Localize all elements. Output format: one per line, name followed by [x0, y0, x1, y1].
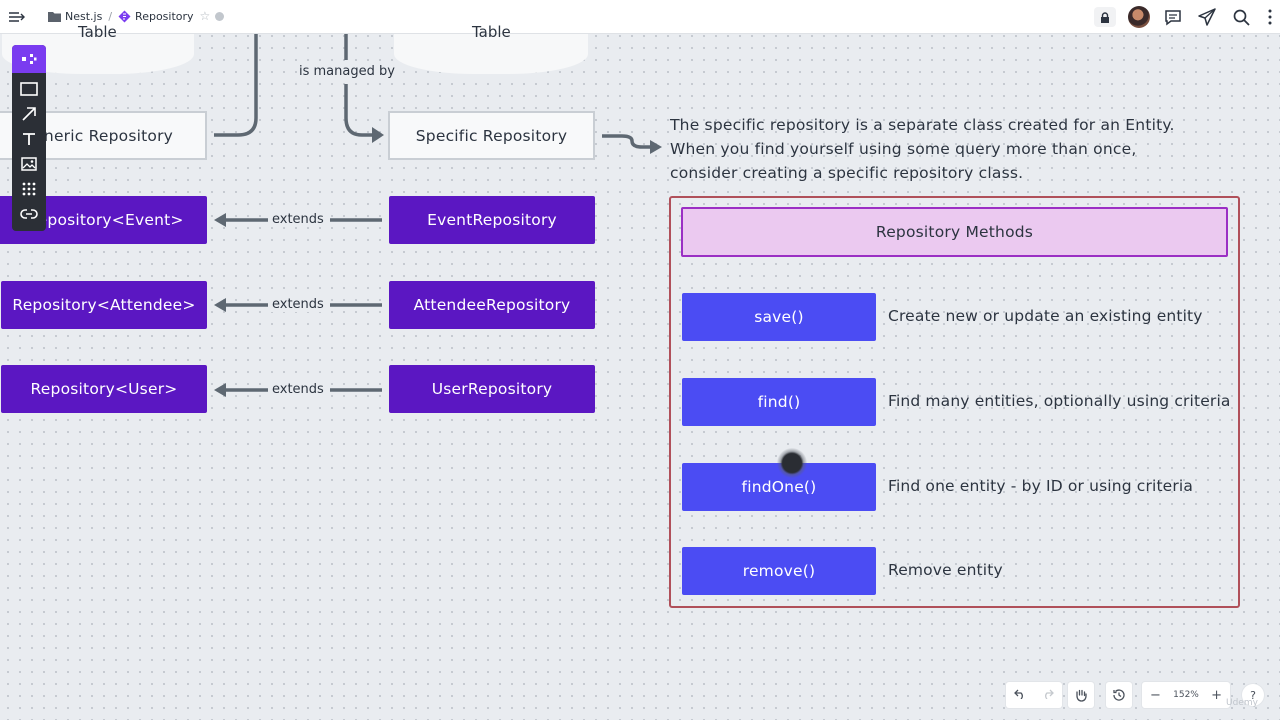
description-line-3: consider creating a specific repository … [670, 164, 1024, 182]
arrow-icon[interactable] [12, 102, 46, 126]
specific-repository-label: Specific Repository [415, 126, 568, 145]
link-icon[interactable] [12, 202, 46, 226]
repository-user-label: Repository<User> [30, 380, 178, 398]
search-icon[interactable] [1231, 7, 1251, 27]
watermark: Udemy [1226, 698, 1258, 708]
description-line-1: The specific repository is a separate cl… [670, 116, 1175, 134]
arrowhead-specific [372, 127, 384, 143]
method-findone-label: findOne() [741, 478, 817, 496]
folder-icon [48, 11, 61, 22]
breadcrumb: Nest.js / Repository ☆ [48, 9, 225, 23]
method-remove-label: remove() [742, 562, 816, 580]
extends-label-2: extends [270, 297, 326, 312]
history-icon[interactable] [1106, 682, 1132, 708]
redo-icon[interactable] [1042, 688, 1054, 703]
undo-icon[interactable] [1014, 688, 1026, 703]
select-icon[interactable] [12, 45, 46, 73]
method-find-label: find() [757, 393, 801, 411]
connector-description [602, 134, 650, 149]
text-icon[interactable] [12, 127, 46, 151]
connector-generic [214, 34, 258, 137]
attendee-repository-box[interactable]: AttendeeRepository [389, 281, 595, 329]
is-managed-by-label: is managed by [297, 64, 397, 79]
user-repository-box[interactable]: UserRepository [389, 365, 595, 413]
comment-icon[interactable] [1163, 7, 1183, 27]
repository-attendee-label: Repository<Attendee> [12, 296, 196, 314]
table-cylinder-right[interactable] [394, 34, 588, 74]
method-find-description: Find many entities, optionally using cri… [888, 392, 1231, 410]
mouse-cursor [777, 448, 807, 478]
extends-label-1: extends [270, 212, 326, 227]
attendee-repository-label: AttendeeRepository [413, 296, 571, 314]
status-icon [215, 11, 225, 21]
repository-attendee-box[interactable]: Repository<Attendee> [1, 281, 207, 329]
generic-repository-label: Generic Repository [21, 126, 174, 145]
more-icon[interactable] [1260, 7, 1280, 27]
breadcrumb-page[interactable]: Repository [135, 9, 194, 23]
tool-palette [12, 45, 46, 231]
top-bar: Nest.js / Repository ☆ [0, 0, 1280, 34]
board-icon [118, 10, 131, 22]
event-repository-box[interactable]: EventRepository [389, 196, 595, 244]
repository-methods-title-box[interactable]: Repository Methods [681, 207, 1228, 257]
table-label-right: Table [472, 23, 511, 41]
connector-specific-lower [344, 84, 372, 137]
method-remove-description: Remove entity [888, 561, 1003, 579]
method-find-box[interactable]: find() [682, 378, 876, 426]
method-findone-description: Find one entity - by ID or using criteri… [888, 477, 1193, 495]
star-icon[interactable]: ☆ [199, 9, 211, 23]
specific-repository-box[interactable]: Specific Repository [388, 111, 595, 160]
specific-repository-description[interactable]: The specific repository is a separate cl… [670, 113, 1175, 185]
share-icon[interactable] [1197, 7, 1217, 27]
method-save-description: Create new or update an existing entity [888, 307, 1203, 325]
zoom-level[interactable]: 152% [1173, 690, 1199, 700]
method-remove-box[interactable]: remove() [682, 547, 876, 595]
event-repository-label: EventRepository [427, 211, 557, 229]
repository-methods-title: Repository Methods [875, 223, 1034, 241]
breadcrumb-folder[interactable]: Nest.js [65, 9, 103, 23]
arrowhead-description [650, 140, 662, 154]
repository-event-label: Repository<Event> [27, 211, 184, 229]
lock-icon[interactable] [1094, 7, 1116, 27]
description-line-2: When you find yourself using some query … [670, 140, 1137, 158]
help-button[interactable]: ? [1242, 684, 1264, 706]
collapse-menu-icon[interactable] [8, 9, 26, 25]
repository-methods-frame[interactable] [669, 196, 1240, 608]
rectangle-icon[interactable] [12, 77, 46, 101]
hand-tool-icon[interactable] [1068, 682, 1094, 708]
repository-user-box[interactable]: Repository<User> [1, 365, 207, 413]
table-label-left: Table [78, 23, 117, 41]
breadcrumb-separator: / [108, 9, 113, 23]
zoom-out-button[interactable]: − [1150, 687, 1161, 703]
method-save-box[interactable]: save() [682, 293, 876, 341]
method-save-label: save() [754, 308, 804, 326]
avatar[interactable] [1128, 6, 1150, 28]
image-icon[interactable] [12, 152, 46, 176]
grid-icon[interactable] [12, 177, 46, 201]
zoom-in-button[interactable]: + [1211, 687, 1222, 703]
zoom-control: − 152% + [1142, 682, 1230, 708]
user-repository-label: UserRepository [431, 380, 553, 398]
extends-label-3: extends [270, 382, 326, 397]
undo-redo-group [1006, 682, 1062, 708]
